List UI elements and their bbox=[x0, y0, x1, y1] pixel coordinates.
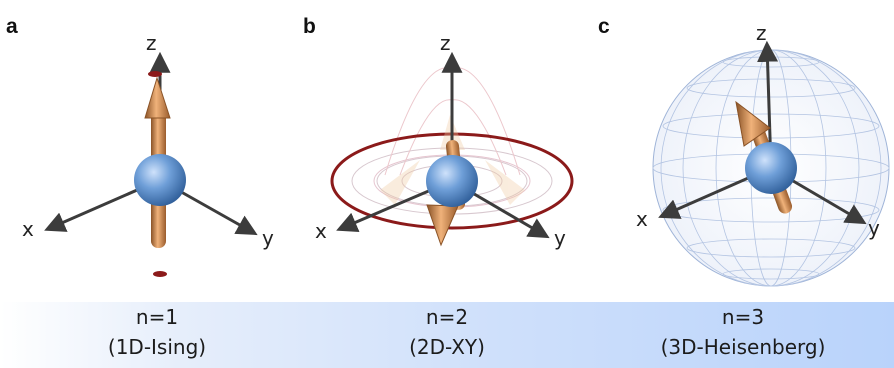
panel-c-model-label: (3D-Heisenberg) bbox=[660, 335, 826, 359]
panel-c-n-label: n=3 bbox=[721, 305, 765, 329]
panel-c-atom-sphere bbox=[745, 142, 797, 194]
panel-a-y-label: y bbox=[262, 226, 274, 250]
panel-c-letter: c bbox=[598, 15, 610, 38]
panel-b-atom-sphere bbox=[426, 155, 478, 207]
panel-b-caption: n=2 (2D-XY) bbox=[298, 302, 596, 362]
caption-band: n=1 (1D-Ising) n=2 (2D-XY) n=3 (3D-Heise… bbox=[0, 302, 894, 368]
panel-b: b z x y bbox=[303, 15, 574, 250]
panel-a-up-state-marker bbox=[148, 71, 162, 77]
panel-b-model-label: (2D-XY) bbox=[409, 335, 485, 359]
panel-b-x-label: x bbox=[315, 219, 327, 243]
panel-c-y-label: y bbox=[868, 216, 880, 240]
panel-c: c z x y bbox=[598, 15, 890, 287]
panel-a-model-label: (1D-Ising) bbox=[107, 335, 207, 359]
panel-a: a z x y bbox=[6, 15, 274, 277]
panel-a-atom-sphere bbox=[134, 154, 186, 206]
panel-c-caption: n=3 (3D-Heisenberg) bbox=[594, 302, 892, 362]
panel-a-caption: n=1 (1D-Ising) bbox=[8, 302, 306, 362]
panel-b-n-label: n=2 bbox=[425, 305, 469, 329]
panel-b-letter: b bbox=[303, 15, 316, 38]
panel-b-z-label: z bbox=[440, 31, 451, 55]
panel-a-n-label: n=1 bbox=[135, 305, 179, 329]
panel-c-x-label: x bbox=[636, 207, 648, 231]
panel-b-y-label: y bbox=[554, 226, 566, 250]
panel-a-x-label: x bbox=[22, 217, 34, 241]
panel-c-z-label: z bbox=[756, 21, 767, 45]
panel-a-z-label: z bbox=[146, 31, 157, 55]
panel-a-down-state-marker bbox=[153, 271, 167, 277]
panel-a-letter: a bbox=[6, 15, 18, 38]
